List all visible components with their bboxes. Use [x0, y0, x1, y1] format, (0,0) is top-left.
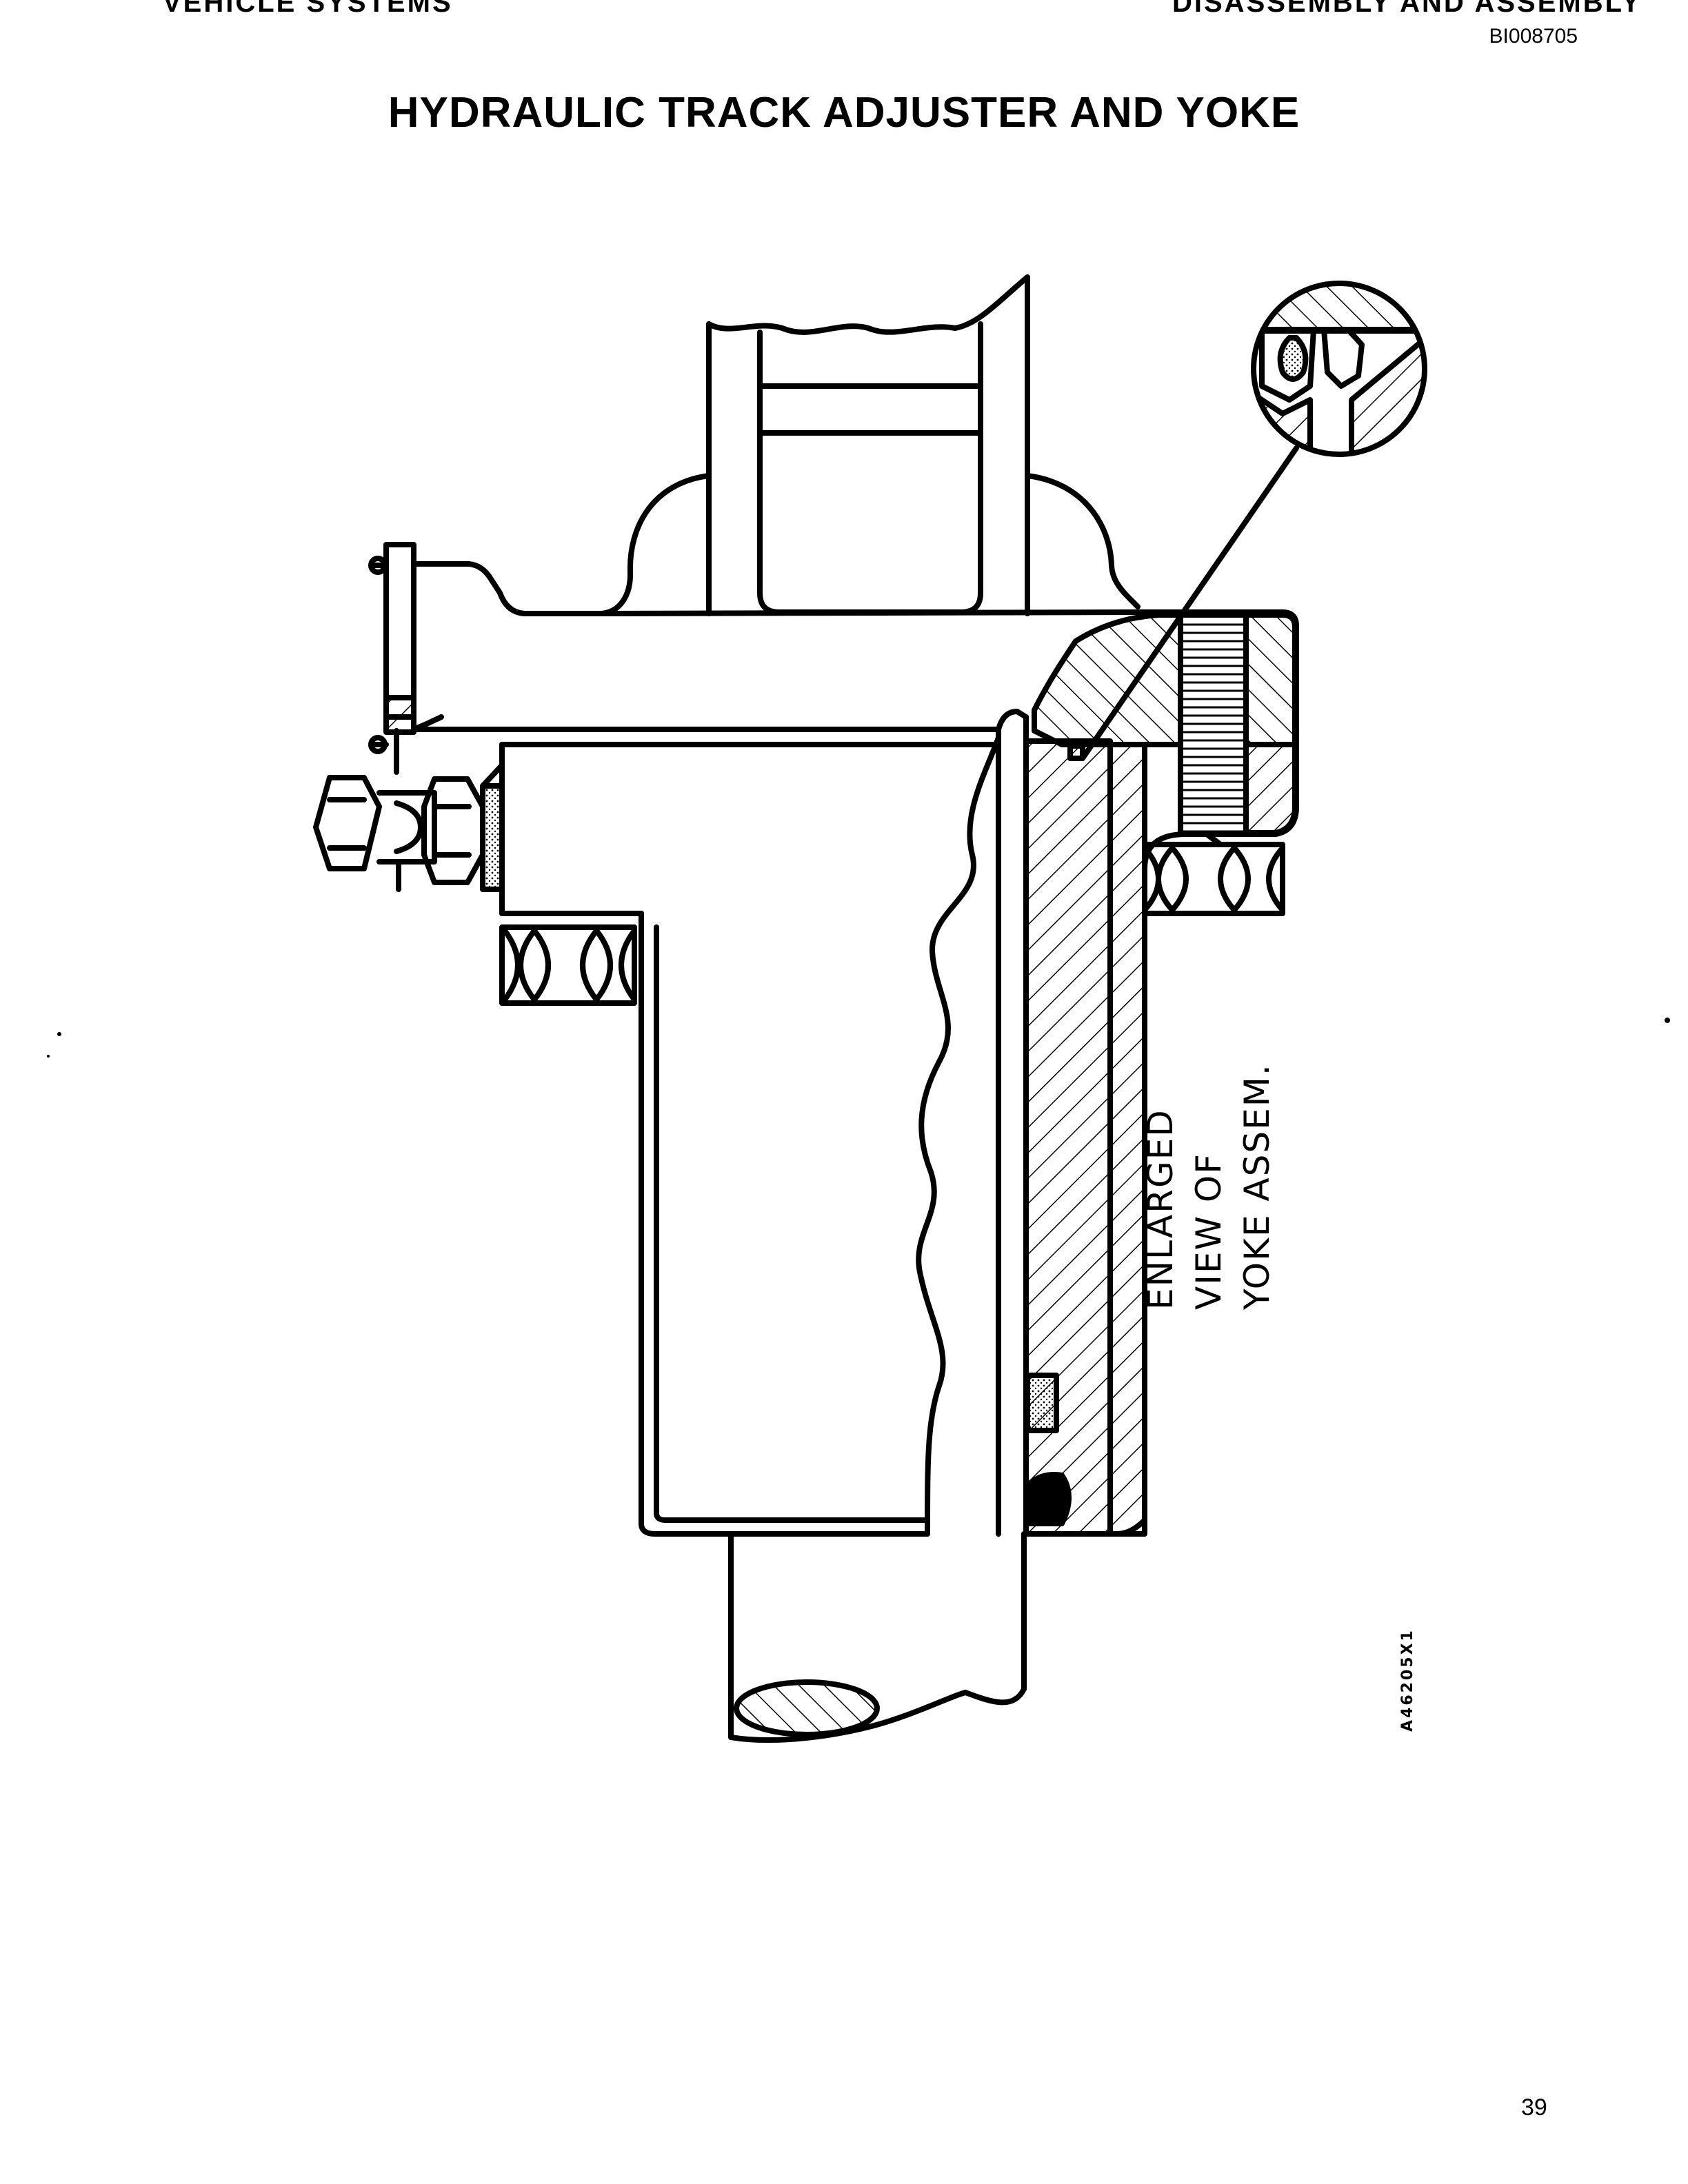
document-id: BI008705 [1489, 25, 1578, 48]
scan-speck [57, 1032, 61, 1036]
section-break-line [916, 735, 1001, 1537]
page-number: 39 [1521, 2094, 1547, 2121]
yoke-callout: ENLARGED VIEW OF YOKE ASSEM. [1141, 1063, 1277, 1311]
callout-line-3: YOKE ASSEM. [1237, 1063, 1277, 1311]
yoke-head-hatched [1032, 612, 1183, 747]
body-nut-left [499, 924, 637, 1006]
section-header-left: VEHICLE SYSTEMS [163, 0, 453, 18]
yoke-upper-arm [599, 274, 1141, 616]
section-header-right: DISASSEMBLY AND ASSEMBLY [1172, 0, 1642, 18]
grease-fitting-assembly [313, 542, 505, 892]
scan-speck [1665, 1018, 1670, 1023]
rod-seals [1025, 1373, 1072, 1526]
callout-line-2: VIEW OF [1189, 1153, 1229, 1310]
bolt-nut-right [1142, 831, 1285, 916]
scan-speck [47, 1055, 50, 1058]
page-title: HYDRAULIC TRACK ADJUSTER AND YOKE [388, 89, 1300, 136]
figure-code: A46205X1 [1399, 1628, 1416, 1732]
callout-line-1: ENLARGED [1141, 1109, 1180, 1310]
piston-rod [728, 1531, 1027, 1743]
